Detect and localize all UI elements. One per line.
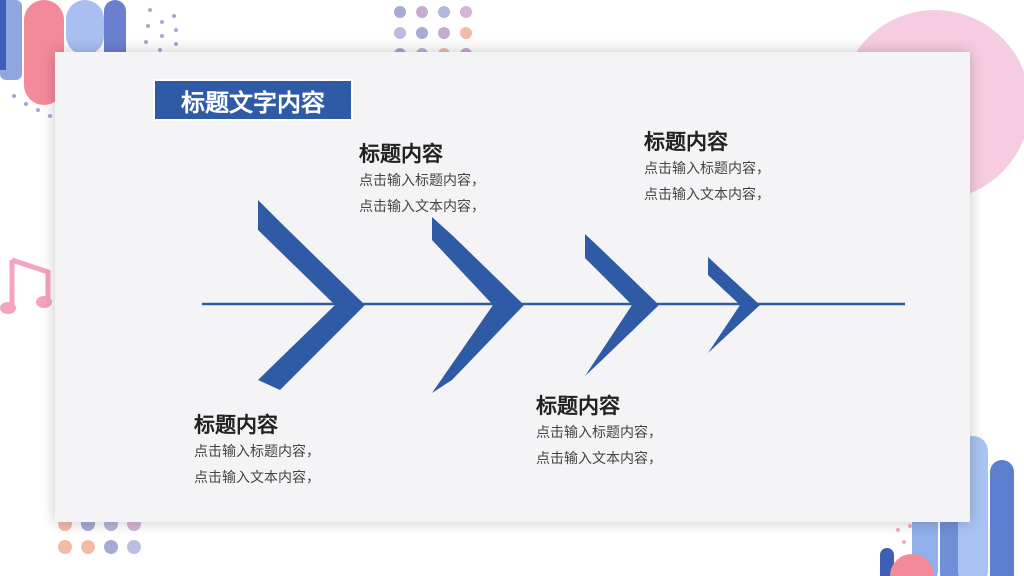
label-heading: 标题内容 bbox=[194, 413, 278, 437]
label-line: 点击输入文本内容， bbox=[644, 187, 770, 203]
label-line: 点击输入标题内容， bbox=[359, 173, 485, 189]
arrow-4 bbox=[708, 257, 760, 353]
label-heading: 标题内容 bbox=[536, 394, 620, 418]
slide-title: 标题文字内容 bbox=[153, 79, 353, 121]
music-note-icon bbox=[0, 257, 52, 314]
arrow-3 bbox=[585, 234, 659, 376]
label-line: 点击输入文本内容， bbox=[359, 199, 485, 215]
label-top-1: 标题内容 点击输入标题内容， 点击输入文本内容， bbox=[359, 140, 485, 220]
content-card bbox=[55, 52, 970, 522]
label-top-2: 标题内容 点击输入标题内容， 点击输入文本内容， bbox=[644, 128, 770, 208]
label-heading: 标题内容 bbox=[644, 130, 728, 154]
label-bottom-1: 标题内容 点击输入标题内容， 点击输入文本内容， bbox=[194, 411, 320, 491]
label-heading: 标题内容 bbox=[359, 142, 443, 166]
arrow-1 bbox=[258, 200, 365, 390]
label-line: 点击输入标题内容， bbox=[644, 161, 770, 177]
label-line: 点击输入文本内容， bbox=[536, 451, 662, 467]
label-line: 点击输入标题内容， bbox=[536, 425, 662, 441]
arrow-2 bbox=[432, 217, 524, 393]
label-bottom-2: 标题内容 点击输入标题内容， 点击输入文本内容， bbox=[536, 392, 662, 472]
label-line: 点击输入文本内容， bbox=[194, 470, 320, 486]
decor-bottom-right bbox=[880, 436, 1014, 576]
label-line: 点击输入标题内容， bbox=[194, 444, 320, 460]
